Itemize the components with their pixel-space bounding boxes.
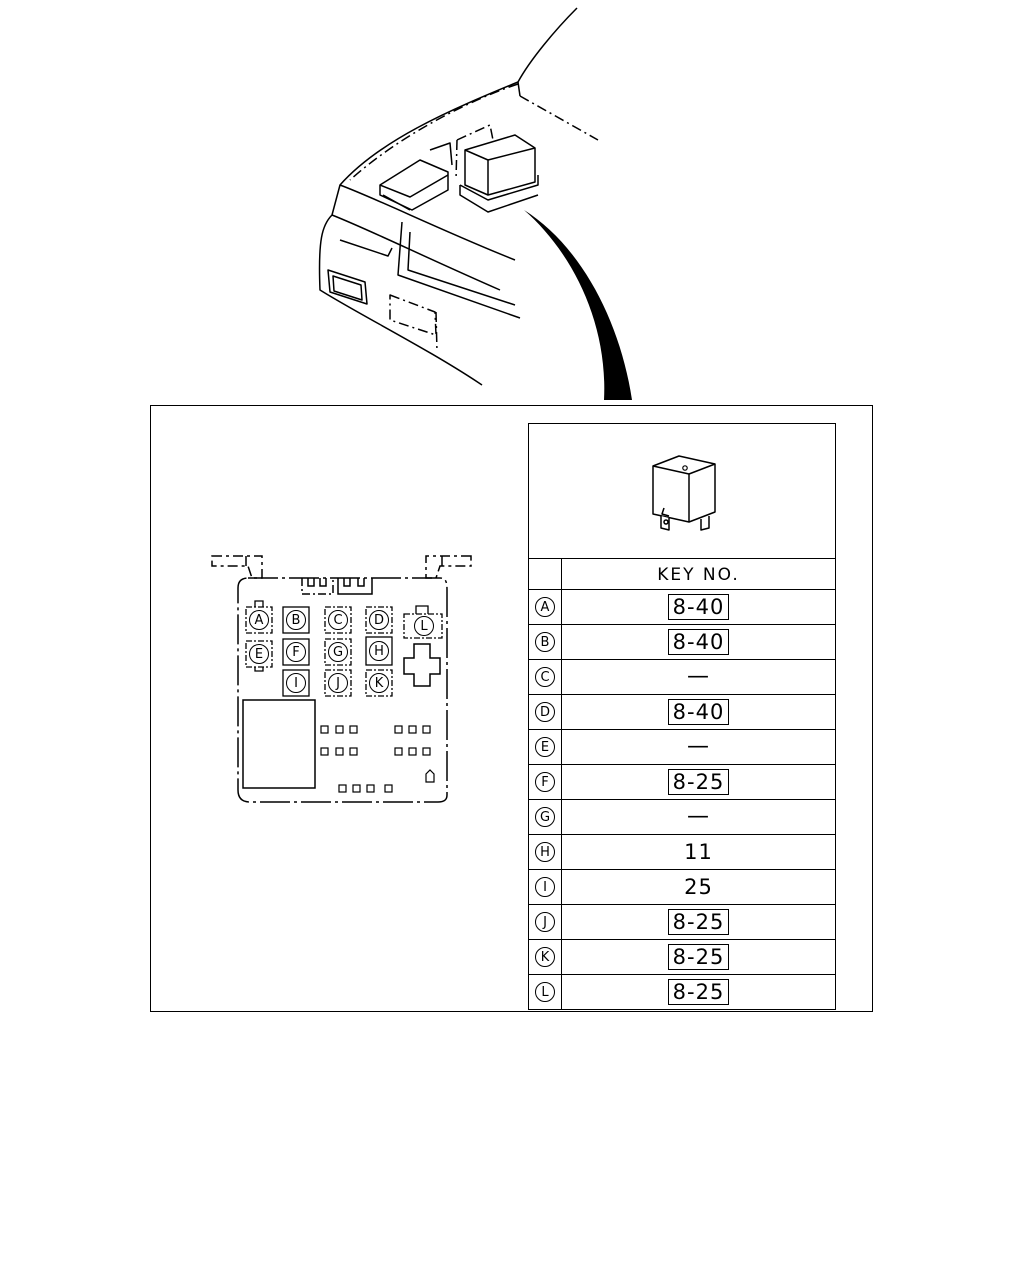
fuse-position-d: D: [369, 610, 389, 630]
key-number-value: 11: [684, 839, 713, 864]
fuse-position-j: J: [328, 673, 348, 693]
table-row: D 8-40: [529, 695, 835, 730]
relay-illustration: [529, 424, 835, 559]
position-label: K: [535, 947, 555, 967]
table-row: L 8-25: [529, 975, 835, 1009]
fuse-position-l: L: [414, 616, 434, 636]
position-label: A: [535, 597, 555, 617]
position-label: G: [535, 807, 555, 827]
position-label: L: [535, 982, 555, 1002]
position-label: B: [535, 632, 555, 652]
fuse-position-e: E: [249, 644, 269, 664]
position-label: E: [535, 737, 555, 757]
position-label: I: [535, 877, 555, 897]
key-number-value: 8-25: [667, 979, 730, 1005]
key-number-value: 8-25: [667, 944, 730, 970]
relay-icon: [652, 455, 716, 531]
fuse-position-a: A: [249, 610, 269, 630]
key-number-value: 8-25: [667, 769, 730, 795]
key-number-value: 8-40: [667, 629, 730, 655]
headlight-outline: [327, 269, 368, 305]
key-number-value: 25: [684, 874, 713, 899]
leader-arrow: [524, 210, 632, 400]
hood-outline: [318, 81, 519, 386]
key-number-value: 8-40: [667, 699, 730, 725]
key-number-value: 8-40: [667, 594, 730, 620]
position-label: D: [535, 702, 555, 722]
table-row: B 8-40: [529, 625, 835, 660]
position-label: J: [535, 912, 555, 932]
table-row: K 8-25: [529, 940, 835, 975]
parts-panel: [150, 405, 873, 1012]
relay-box-on-vehicle: [464, 134, 536, 196]
table-row: H 11: [529, 835, 835, 870]
key-number-value: —: [687, 734, 710, 759]
fuse-position-k: K: [369, 673, 389, 693]
fuse-position-f: F: [286, 642, 306, 662]
fuse-position-c: C: [328, 610, 348, 630]
key-number-value: 8-25: [667, 909, 730, 935]
position-label: H: [535, 842, 555, 862]
key-number-value: —: [687, 664, 710, 689]
fuse-position-h: H: [369, 641, 389, 661]
key-number-value: —: [687, 804, 710, 829]
fuse-position-b: B: [286, 610, 306, 630]
fuse-position-g: G: [328, 642, 348, 662]
table-row: G—: [529, 800, 835, 835]
table-row: J 8-25: [529, 905, 835, 940]
position-label: F: [535, 772, 555, 792]
key-no-header: KEY NO.: [657, 565, 740, 585]
table-header: KEY NO.: [529, 559, 835, 590]
position-label: C: [535, 667, 555, 687]
table-row: A 8-40: [529, 590, 835, 625]
relay-box-outline: [237, 577, 448, 803]
table-row: I 25: [529, 870, 835, 905]
table-row: F 8-25: [529, 765, 835, 800]
table-row: C—: [529, 660, 835, 695]
fuse-position-i: I: [286, 673, 306, 693]
table-row: E—: [529, 730, 835, 765]
